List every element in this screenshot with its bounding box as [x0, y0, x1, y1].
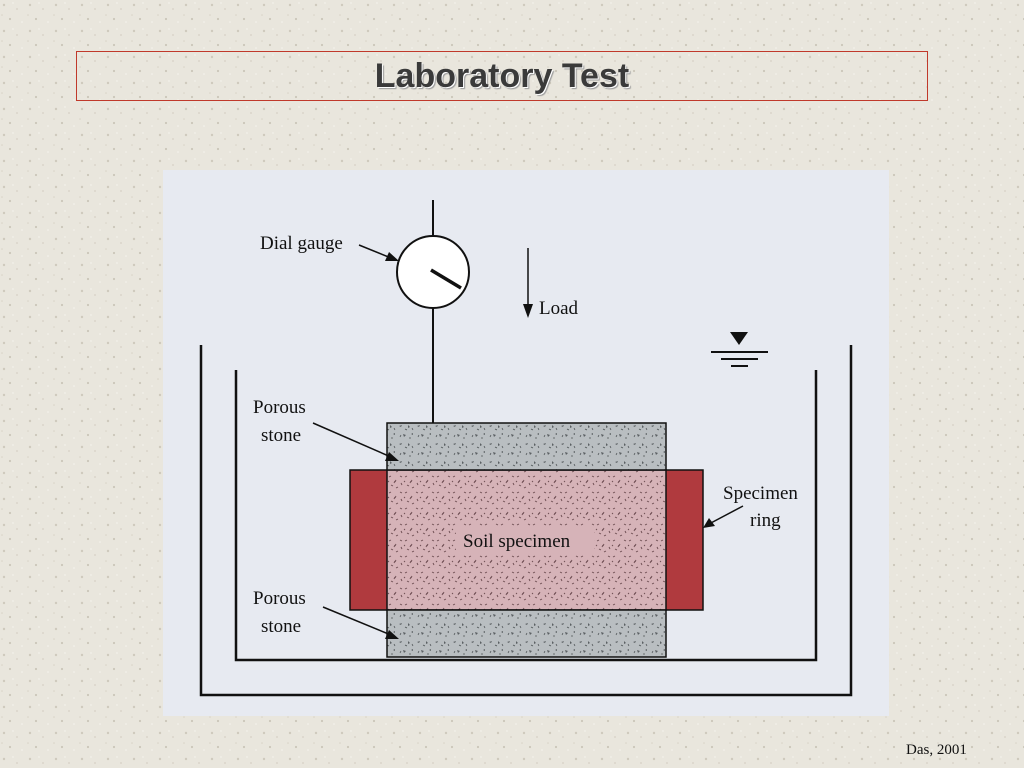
- specimen-ring-left: [349, 469, 389, 611]
- label-porous-stone-top: Porous: [253, 397, 306, 418]
- dial-gauge-leader: [358, 244, 392, 259]
- water-tank-inner: [234, 370, 818, 662]
- label-dial-gauge: Dial gauge: [260, 233, 343, 254]
- title-frame: Laboratory Test: [76, 51, 928, 101]
- porous-stone-top: [386, 422, 667, 471]
- water-tank-outer: [199, 345, 853, 697]
- water-level-triangle-icon: [730, 332, 748, 345]
- soil-label-background: [456, 526, 594, 554]
- label-soil-specimen: Soil specimen: [463, 531, 571, 552]
- porous-stone-bottom: [386, 609, 667, 658]
- slide-title: Laboratory Test: [374, 56, 630, 95]
- label-porous-stone-bottom: stone: [261, 616, 301, 637]
- specimen-ring-leader-arrow-icon: [703, 518, 715, 528]
- specimen-ring-right: [664, 469, 704, 611]
- dial-gauge-leader-arrow-icon: [385, 252, 399, 261]
- consolidation-test-figure: Dial gauge Load Porous stone Specimen ri…: [163, 170, 889, 716]
- specimen-ring-leader: [708, 505, 744, 525]
- label-specimen-ring: Specimen: [723, 483, 798, 504]
- load-arrow-head-icon: [523, 304, 533, 318]
- label-porous-stone-top: stone: [261, 425, 301, 446]
- dial-gauge-needle: [430, 268, 462, 290]
- porous-stone-top-leader-arrow-icon: [385, 452, 399, 461]
- figure-credit: Das, 2001: [906, 742, 967, 758]
- label-porous-stone-bottom: Porous: [253, 588, 306, 609]
- porous-stone-top-leader: [312, 422, 392, 458]
- porous-stone-bottom-leader: [322, 606, 392, 636]
- label-specimen-ring: ring: [750, 510, 781, 531]
- porous-stone-bottom-leader-arrow-icon: [385, 630, 399, 639]
- consolidation-apparatus-diagram: Dial gauge Load Porous stone Specimen ri…: [199, 200, 853, 697]
- label-load: Load: [539, 298, 579, 319]
